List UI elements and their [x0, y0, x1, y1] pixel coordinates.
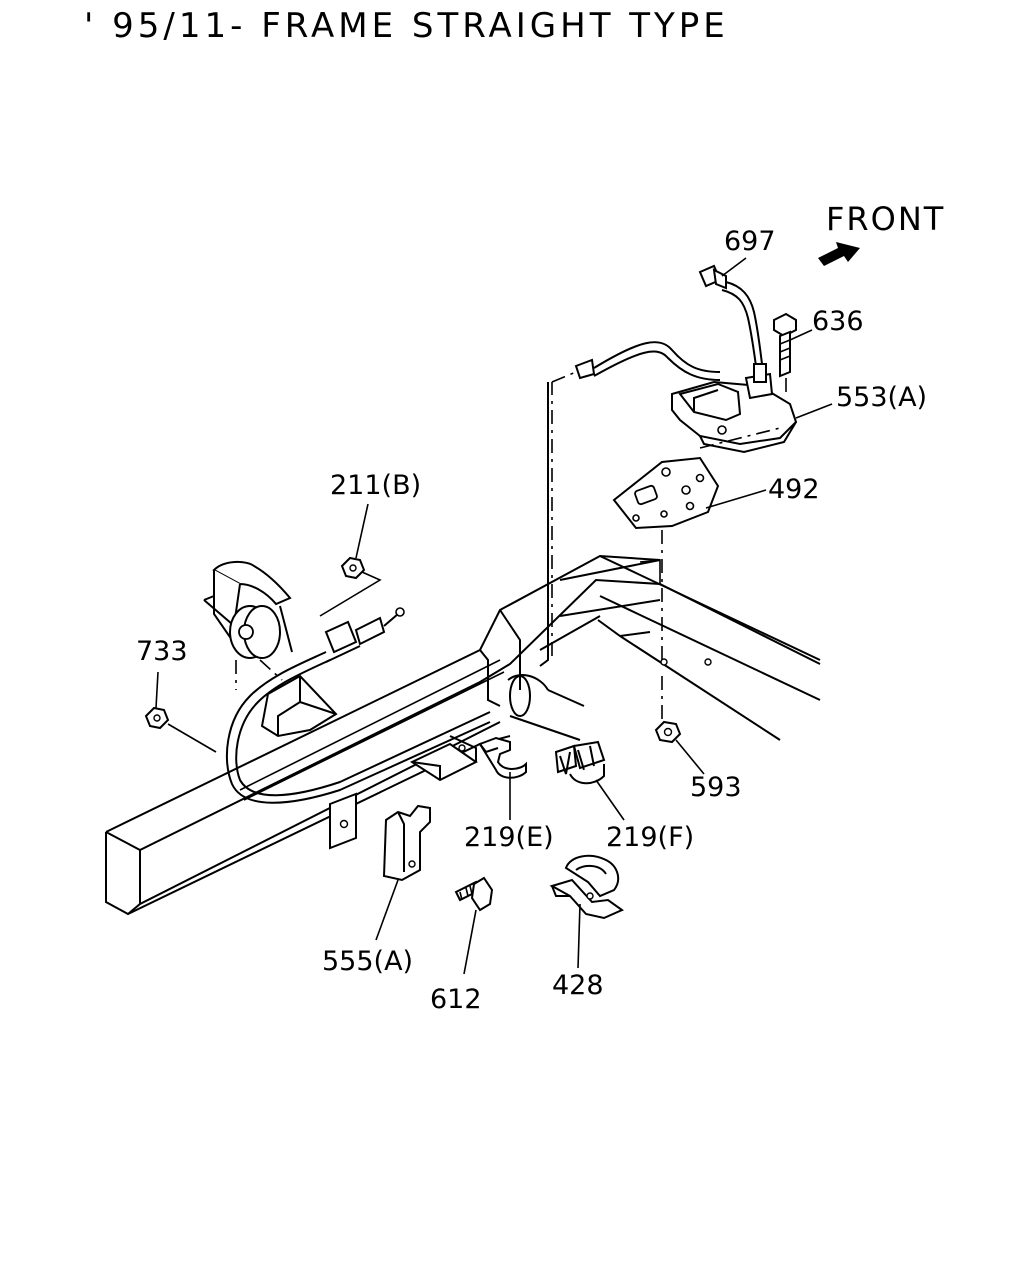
brake-cable	[225, 341, 721, 804]
label-697: 697	[724, 226, 776, 257]
clip-219e	[478, 736, 527, 779]
nut-593	[654, 720, 682, 744]
label-492: 492	[768, 474, 820, 505]
part-labels: 697 636 553(A) 492 211(B) 733 593 219(E)…	[136, 226, 927, 1015]
clamp-428	[549, 854, 625, 920]
label-593: 593	[690, 772, 742, 803]
bracket-pulley-assembly	[203, 560, 338, 738]
label-553a: 553(A)	[836, 382, 927, 413]
nut-211b	[319, 556, 382, 617]
label-636: 636	[812, 306, 864, 337]
switch-harness	[698, 264, 767, 383]
label-612: 612	[430, 984, 482, 1015]
lower-support-bracket	[329, 735, 478, 850]
front-label: FRONT	[826, 200, 945, 238]
label-428: 428	[552, 970, 604, 1001]
front-arrow-icon	[818, 242, 860, 266]
frame-rail	[105, 554, 821, 916]
front-direction-indicator: FRONT	[818, 200, 945, 266]
label-211b: 211(B)	[330, 470, 421, 501]
label-555a: 555(A)	[322, 946, 413, 977]
bracket-555a	[382, 804, 431, 882]
label-219e: 219(E)	[464, 822, 554, 853]
leader-lines	[155, 257, 833, 975]
label-733: 733	[136, 636, 188, 667]
bolt-612	[454, 876, 494, 912]
label-219f: 219(F)	[606, 822, 694, 853]
diagram-title: ' 95/11- FRAME STRAIGHT TYPE	[84, 6, 729, 46]
nut-733	[144, 706, 170, 730]
mounting-plate-492	[612, 427, 781, 722]
bolt-636	[773, 312, 797, 396]
clip-219f	[554, 740, 606, 785]
